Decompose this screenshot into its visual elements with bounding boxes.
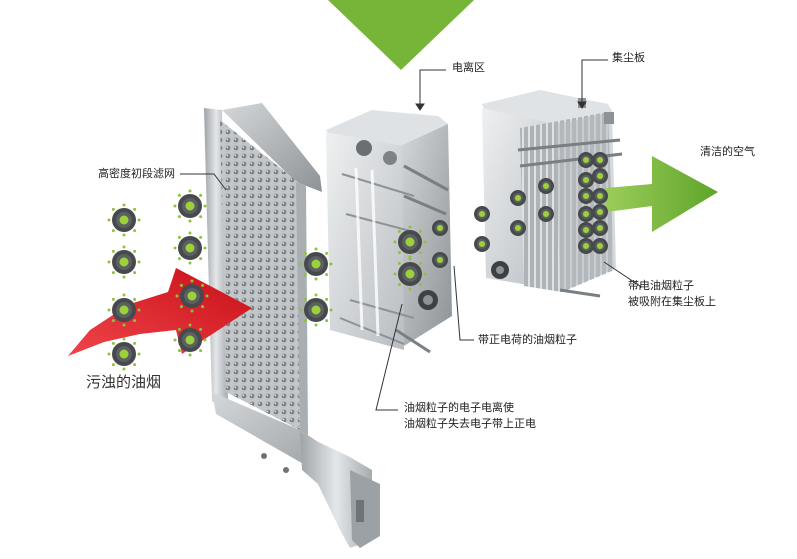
collector-plate-label: 集尘板 (612, 51, 645, 64)
ionization-desc-label-1: 油烟粒子的电子电离使 (404, 401, 514, 414)
green-triangle-icon (328, 0, 474, 70)
positive-particles-label: 带正电荷的油烟粒子 (478, 333, 577, 346)
charged-particles-label-2: 被吸附在集尘板上 (628, 295, 716, 308)
pre-filter-label: 高密度初段滤网 (98, 167, 175, 180)
callout-lines (180, 59, 641, 411)
ionization-zone-label: 电离区 (452, 61, 485, 74)
dirty-smoke-label: 污浊的油烟 (86, 373, 162, 391)
red-arrow-icon (68, 268, 252, 356)
clean-air-label: 清洁的空气 (700, 145, 755, 158)
ionization-desc-label-2: 油烟粒子失去电子带上正电 (404, 417, 536, 430)
green-arrow-icon (606, 156, 718, 232)
ionization-module (326, 110, 452, 354)
charged-particles-label-1: 带电油烟粒子 (628, 279, 694, 292)
